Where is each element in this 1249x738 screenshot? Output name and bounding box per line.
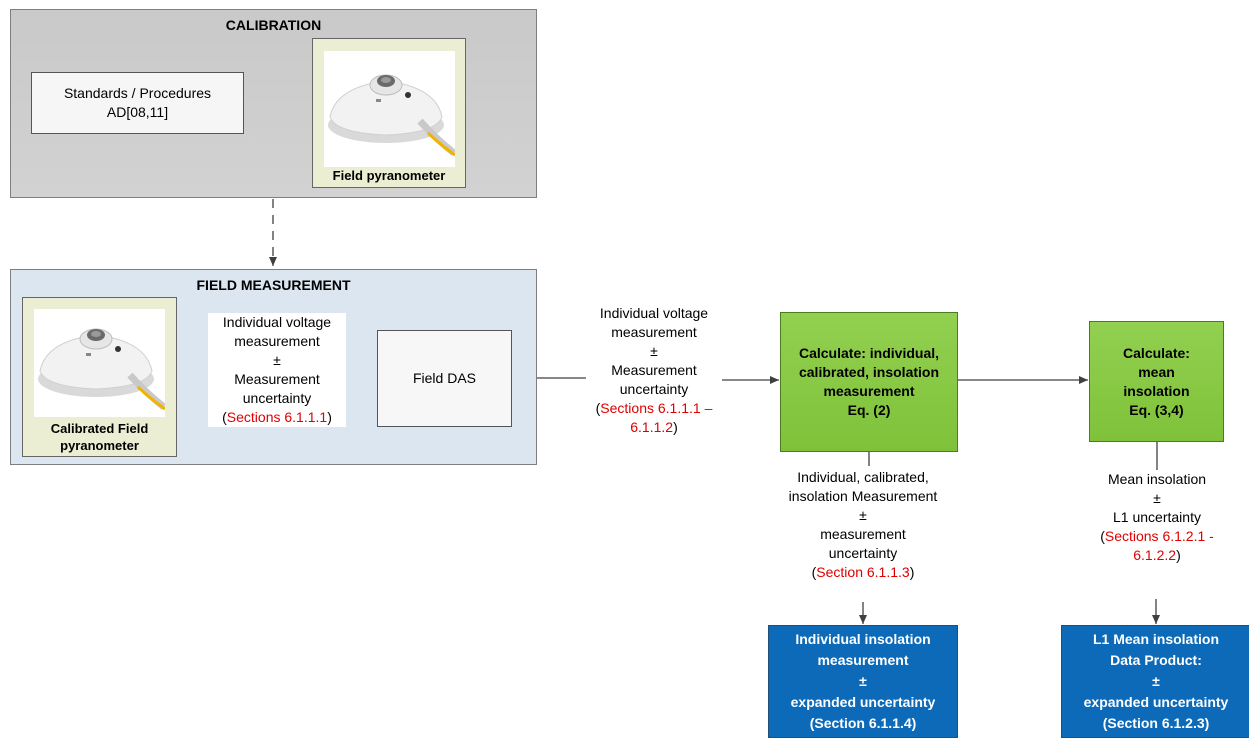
mean-product-box: L1 Mean insolation Data Product: ± expan…: [1061, 625, 1249, 738]
calc-individual-line: Calculate: individual,: [798, 345, 940, 361]
pyranometer-image: [324, 51, 455, 167]
calibrated-pyranometer-frame: Calibrated Field pyranometer: [22, 297, 177, 457]
individual-output-line: insolation Measurement: [788, 488, 938, 504]
mean-product-line: L1 Mean insolation: [1092, 631, 1219, 647]
voltage-line: Measurement: [234, 371, 320, 387]
mean-product-line: ±: [1152, 673, 1160, 689]
das-output-line: ±: [650, 343, 658, 359]
pyranometer-illustration: [328, 74, 455, 157]
standards-procedures-box: Standards / Procedures AD[08,11]: [31, 72, 244, 134]
calc-mean-line: Eq. (3,4): [1129, 401, 1184, 418]
standards-line-2: AD[08,11]: [106, 104, 169, 120]
calibrated-caption-line-2: pyranometer: [60, 438, 139, 453]
calc-individual-line: Eq. (2): [847, 402, 891, 418]
das-output-reference-1: (Sections 6.1.1.1 –: [595, 400, 713, 416]
field-measurement-title: FIELD MEASUREMENT: [196, 277, 351, 293]
individual-product-line: ±: [859, 673, 867, 689]
calibrated-caption-line-1: Calibrated Field: [50, 421, 149, 436]
calc-mean-line: mean: [1138, 363, 1175, 380]
das-output-label: Individual voltage measurement ± Measure…: [578, 304, 730, 437]
mean-product-line: Data Product:: [1110, 652, 1202, 668]
field-das-label: Field DAS: [412, 370, 477, 386]
calc-mean-box: Calculate: mean insolation Eq. (3,4): [1089, 321, 1224, 442]
individual-output-line: ±: [859, 507, 867, 523]
das-output-line: uncertainty: [619, 381, 689, 397]
mean-output-line: Mean insolation: [1107, 471, 1207, 487]
calibrated-pyranometer-illustration: [38, 328, 165, 411]
mean-output-reference-2: 6.1.2.2): [1133, 547, 1181, 563]
voltage-reference: (Sections 6.1.1.1): [222, 409, 332, 425]
voltage-line: ±: [273, 352, 281, 368]
voltage-line: Individual voltage: [222, 314, 332, 330]
field-pyranometer-caption: Field pyranometer: [332, 168, 446, 183]
individual-output-reference: (Section 6.1.1.3): [811, 564, 915, 580]
calc-individual-line: calibrated, insolation: [798, 364, 940, 380]
voltage-line: uncertainty: [242, 390, 312, 406]
das-output-line: Measurement: [611, 362, 697, 378]
das-output-line: measurement: [611, 324, 697, 340]
individual-product-box: Individual insolation measurement ± expa…: [768, 625, 958, 738]
individual-output-label: Individual, calibrated, insolation Measu…: [760, 468, 966, 582]
mean-product-line: expanded uncertainty: [1083, 694, 1229, 710]
mean-output-line: L1 uncertainty: [1113, 509, 1201, 525]
voltage-line: measurement: [234, 333, 320, 349]
calibration-title: CALIBRATION: [225, 17, 322, 33]
standards-line-1: Standards / Procedures: [63, 85, 212, 101]
das-output-reference-2: 6.1.1.2): [630, 419, 678, 435]
calc-mean-line: Calculate:: [1123, 344, 1190, 361]
calc-individual-line: measurement: [823, 383, 915, 399]
individual-product-line: expanded uncertainty: [790, 694, 936, 710]
das-output-line: Individual voltage: [599, 305, 709, 321]
field-das-box: Field DAS: [377, 330, 512, 427]
individual-output-line: uncertainty: [828, 545, 898, 561]
calc-individual-box: Calculate: individual, calibrated, insol…: [780, 312, 958, 452]
individual-product-line: Individual insolation: [795, 631, 931, 647]
calc-mean-line: insolation: [1123, 382, 1190, 399]
mean-output-label: Mean insolation ± L1 uncertainty (Sectio…: [1076, 470, 1238, 565]
individual-product-line: measurement: [817, 652, 909, 668]
mean-product-line: (Section 6.1.2.3): [1102, 715, 1210, 731]
field-pyranometer-frame: Field pyranometer: [312, 38, 466, 188]
individual-output-line: Individual, calibrated,: [797, 469, 929, 485]
individual-output-line: measurement: [820, 526, 906, 542]
individual-product-line: (Section 6.1.1.4): [809, 715, 917, 731]
voltage-measurement-label: Individual voltage measurement ± Measure…: [208, 313, 346, 427]
mean-output-reference-1: (Sections 6.1.2.1 -: [1100, 528, 1214, 544]
calibrated-pyranometer-image: [34, 309, 165, 417]
mean-output-line: ±: [1153, 490, 1161, 506]
calibrated-pyranometer-caption: Calibrated Field pyranometer: [23, 420, 176, 454]
